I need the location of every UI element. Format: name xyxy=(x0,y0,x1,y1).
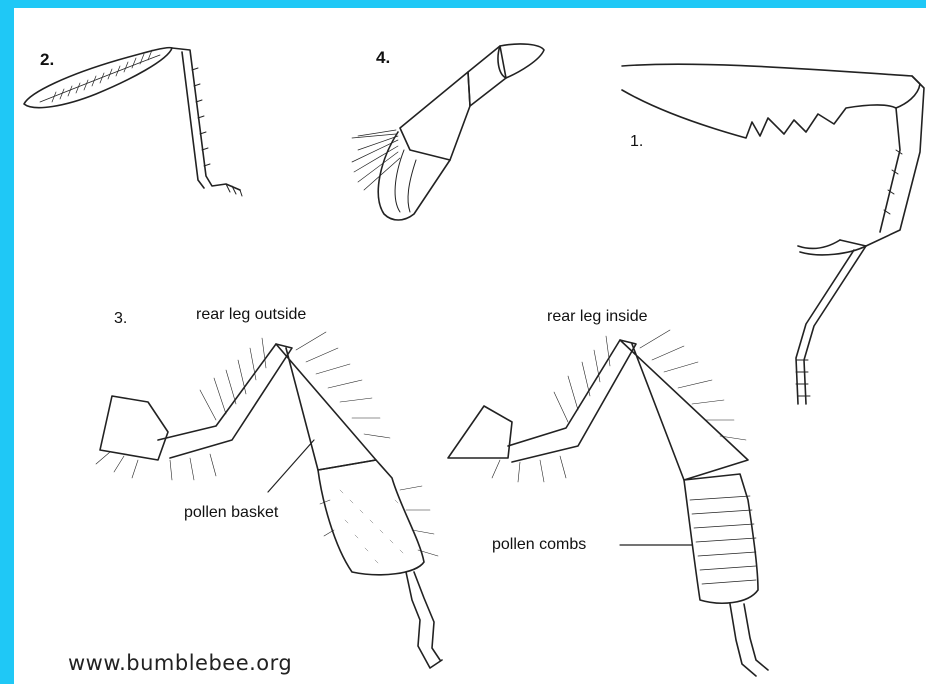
figure-number-3: 3. xyxy=(114,310,127,328)
label-pollen-combs: pollen combs xyxy=(492,536,586,554)
figure-number-1: 1. xyxy=(630,133,643,151)
figure-3-rear-leg-inside-drawing xyxy=(448,330,768,676)
figure-number-2: 2. xyxy=(40,50,54,70)
label-rear-leg-inside: rear leg inside xyxy=(547,308,648,326)
figure-2-leg-drawing xyxy=(24,48,242,196)
figure-4-leg-drawing xyxy=(352,44,544,220)
label-rear-leg-outside: rear leg outside xyxy=(196,306,306,324)
watermark: www.bumblebee.org xyxy=(68,651,292,675)
label-pollen-basket: pollen basket xyxy=(184,504,278,522)
figure-number-4: 4. xyxy=(376,48,390,68)
figure-3-rear-leg-outside-drawing xyxy=(96,332,442,668)
